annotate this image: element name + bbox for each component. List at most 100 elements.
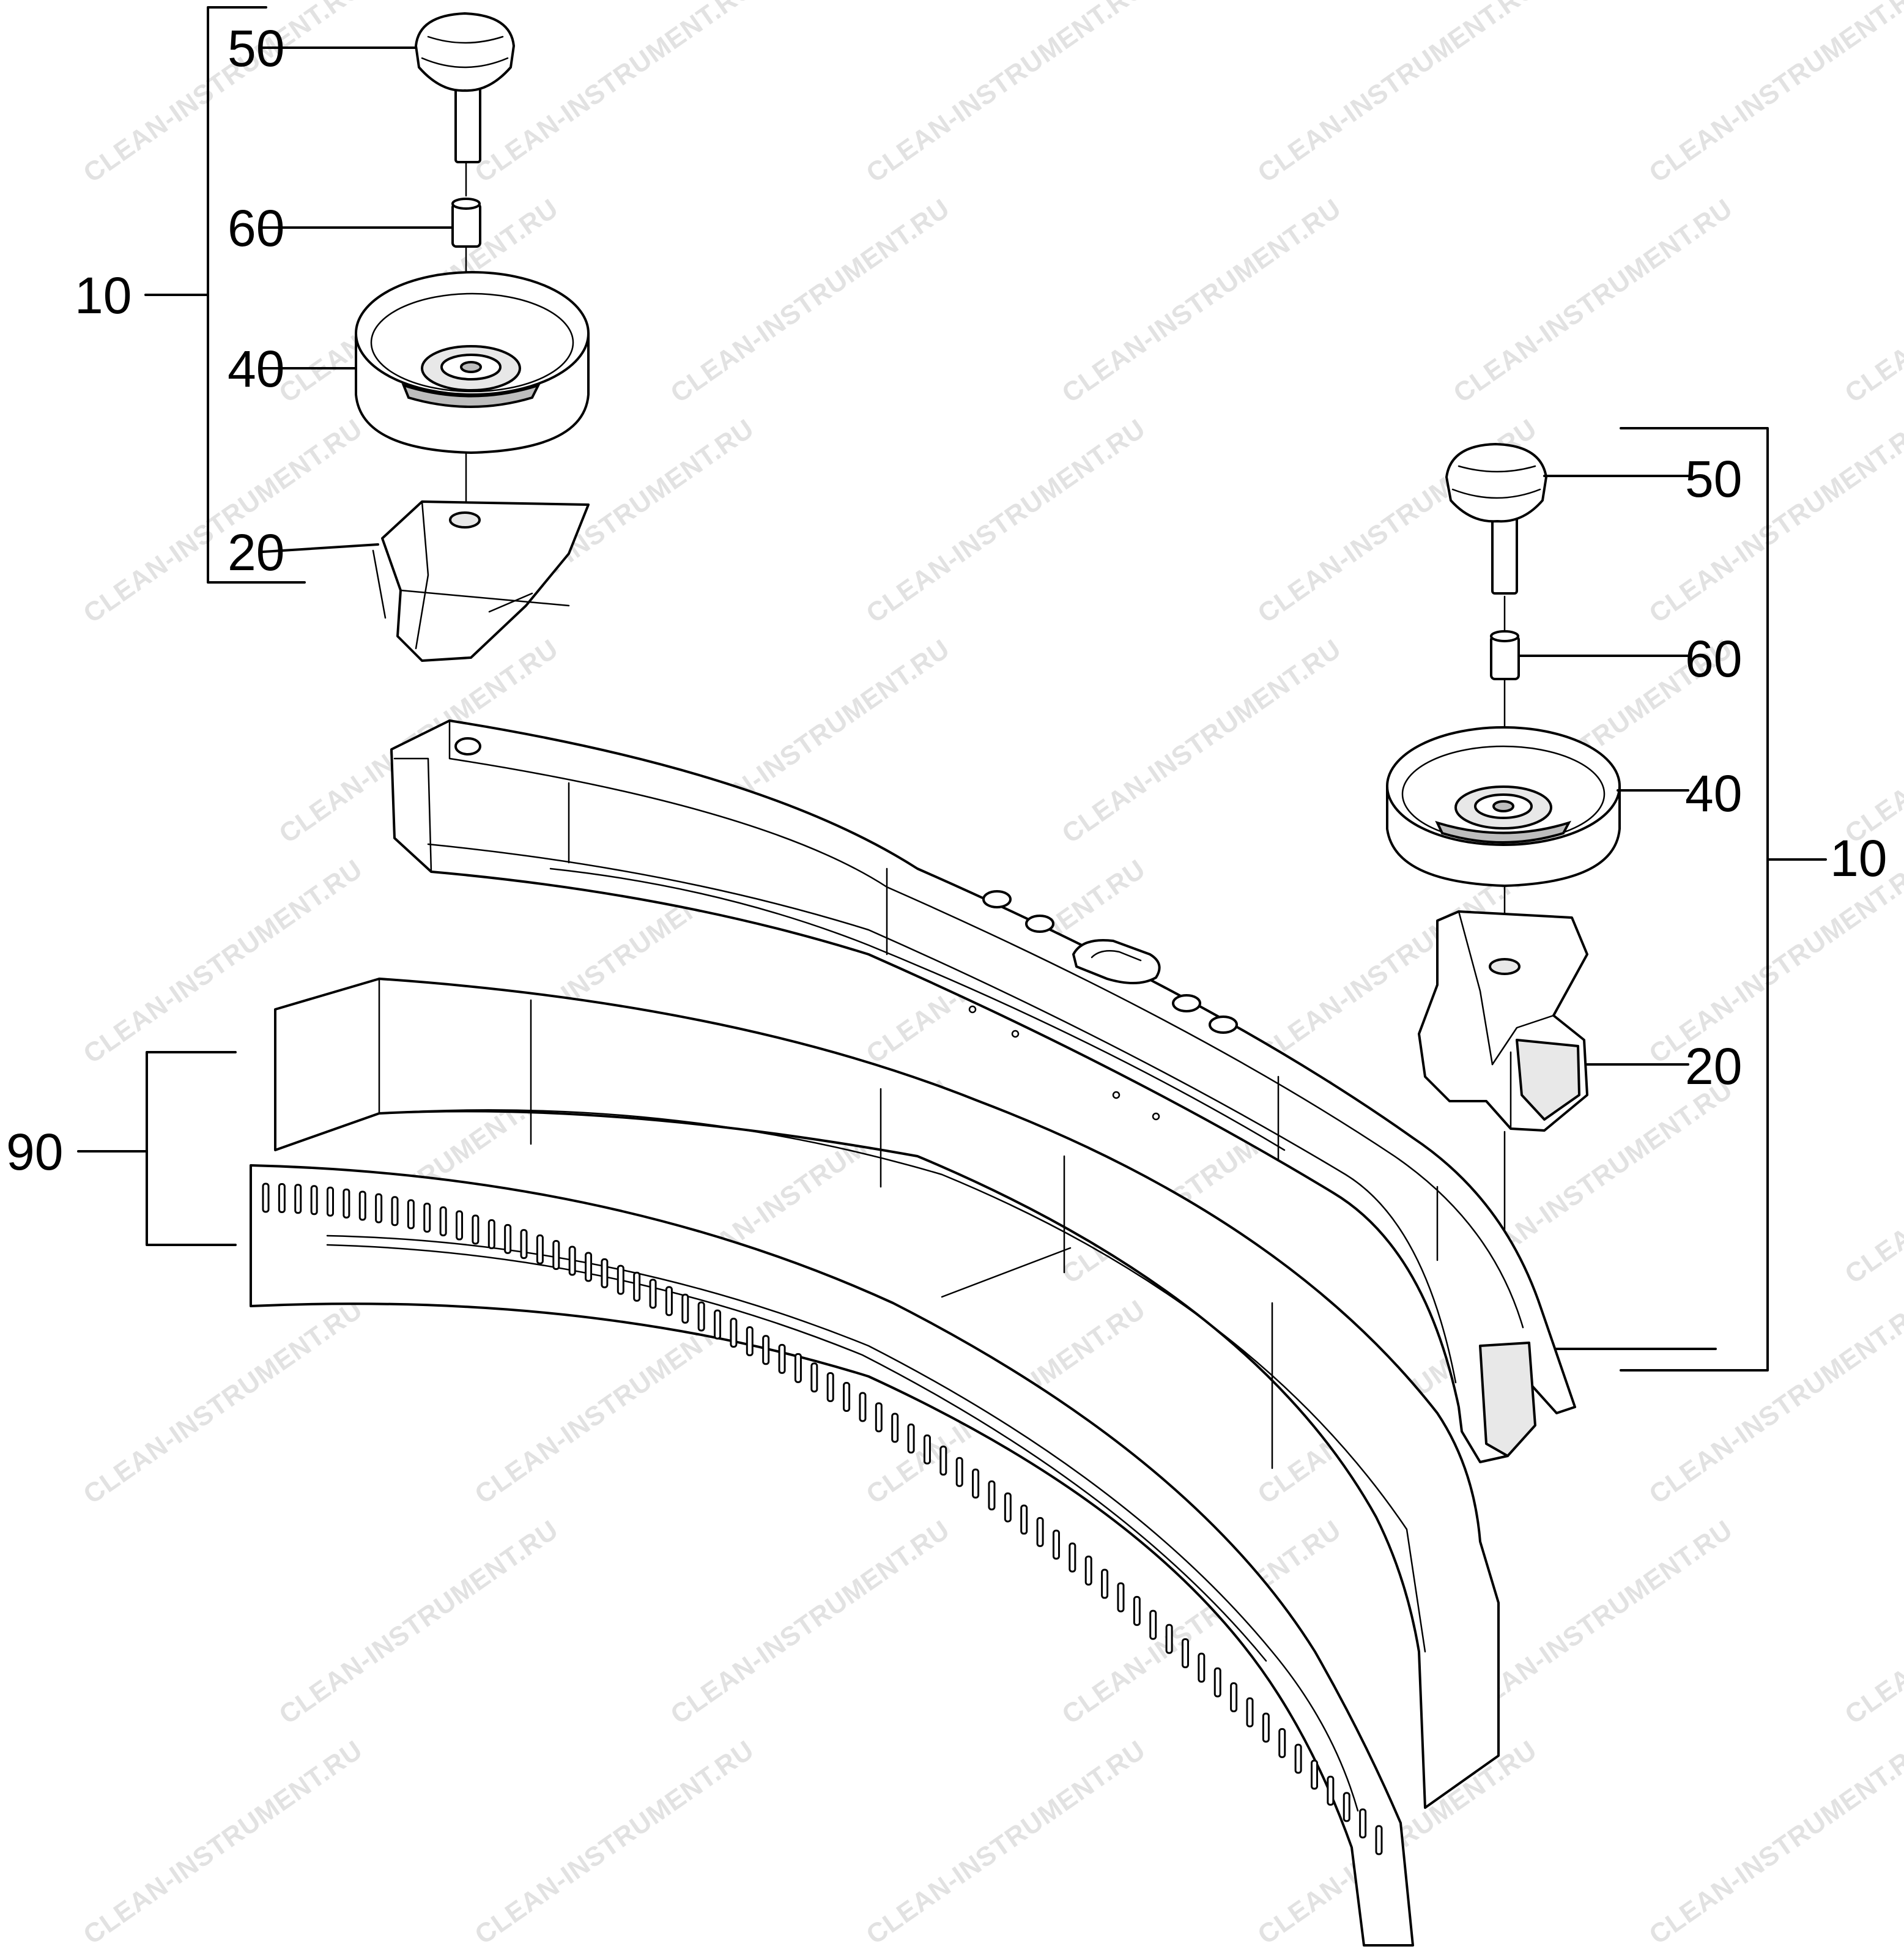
watermark-text: CLEAN-INSTRUMENT.RU bbox=[78, 414, 368, 629]
left-label-40: 40 bbox=[228, 340, 284, 398]
strip-slot bbox=[1213, 1667, 1221, 1698]
left-label-20: 20 bbox=[228, 524, 284, 581]
strip-slot bbox=[439, 1206, 447, 1237]
right-spacer-60 bbox=[1490, 630, 1520, 680]
strip-slot bbox=[278, 1183, 286, 1214]
left-bracket-20 bbox=[372, 500, 590, 662]
strip-slot bbox=[1052, 1529, 1060, 1560]
strip-slot bbox=[617, 1264, 624, 1295]
watermark-text: CLEAN-INSTRUMENT.RU bbox=[78, 0, 368, 188]
strip-slot bbox=[343, 1188, 350, 1219]
curved-rail bbox=[390, 719, 1576, 1463]
strip-slot bbox=[1004, 1492, 1012, 1523]
strip-slot bbox=[536, 1234, 544, 1264]
watermark-text: CLEAN-INSTRUMENT.RU bbox=[1644, 0, 1904, 188]
strip-slot bbox=[1294, 1743, 1302, 1774]
watermark-text: CLEAN-INSTRUMENT.RU bbox=[470, 0, 760, 188]
watermark-text: CLEAN-INSTRUMENT.RU bbox=[1644, 414, 1904, 629]
strip-slot bbox=[762, 1335, 770, 1365]
left-label-10: 10 bbox=[75, 267, 132, 324]
left-wheel-40 bbox=[355, 271, 590, 454]
strip-slot bbox=[585, 1252, 593, 1282]
strip-slot bbox=[891, 1413, 899, 1443]
strip-slot bbox=[1327, 1775, 1335, 1806]
strip-slot bbox=[520, 1229, 528, 1260]
watermark-text: CLEAN-INSTRUMENT.RU bbox=[1840, 634, 1904, 849]
strip-slot bbox=[310, 1185, 318, 1216]
strip-slot bbox=[746, 1326, 754, 1356]
strip-slot bbox=[504, 1223, 512, 1254]
right-label-10: 10 bbox=[1830, 830, 1887, 887]
strip-slot bbox=[1310, 1759, 1318, 1790]
strip-slot bbox=[972, 1468, 980, 1499]
strip-slot bbox=[1084, 1555, 1092, 1586]
strip-slot bbox=[730, 1318, 738, 1348]
right-wheel-40 bbox=[1386, 726, 1621, 887]
left-knob-50 bbox=[415, 12, 515, 163]
watermark-text: CLEAN-INSTRUMENT.RU bbox=[470, 1735, 760, 1949]
right-callout-bracket bbox=[1517, 427, 1827, 1372]
left-callout-bracket bbox=[144, 6, 454, 584]
right-label-60: 60 bbox=[1685, 630, 1742, 688]
strip-slot bbox=[1262, 1712, 1270, 1743]
left-assembly: 50 60 10 40 20 bbox=[75, 6, 590, 662]
right-label-40: 40 bbox=[1685, 765, 1742, 822]
strip-slot bbox=[375, 1193, 383, 1223]
strip-slot bbox=[714, 1309, 722, 1340]
strip-slot bbox=[1036, 1517, 1044, 1547]
strip-slot bbox=[568, 1246, 576, 1276]
strip-slot bbox=[1198, 1652, 1206, 1683]
strip-slot bbox=[1133, 1595, 1141, 1626]
right-label-50: 50 bbox=[1685, 450, 1742, 508]
strip-slot bbox=[665, 1286, 673, 1316]
left-spacer-60 bbox=[451, 198, 481, 248]
watermark-text: CLEAN-INSTRUMENT.RU bbox=[1644, 1294, 1904, 1510]
watermark-text: CLEAN-INSTRUMENT.RU bbox=[1448, 193, 1738, 409]
strip-slot bbox=[487, 1219, 495, 1249]
strip-slot bbox=[1343, 1792, 1350, 1822]
strip-slot bbox=[1230, 1682, 1238, 1712]
strip-slot bbox=[358, 1190, 366, 1221]
strip-slot bbox=[859, 1392, 867, 1422]
watermark-text: CLEAN-INSTRUMENT.RU bbox=[861, 414, 1151, 629]
strip-slot bbox=[423, 1202, 431, 1233]
watermark-text: CLEAN-INSTRUMENT.RU bbox=[1057, 193, 1347, 409]
strip-slot bbox=[778, 1343, 786, 1374]
watermark-text: CLEAN-INSTRUMENT.RU bbox=[274, 1515, 564, 1730]
strip-slot bbox=[923, 1434, 931, 1465]
right-label-20: 20 bbox=[1685, 1038, 1742, 1095]
strip-slot bbox=[843, 1382, 851, 1413]
strip-slot bbox=[1101, 1568, 1109, 1599]
strip-slot bbox=[633, 1271, 641, 1302]
strip-slot bbox=[262, 1182, 270, 1213]
watermark-text: CLEAN-INSTRUMENT.RU bbox=[665, 1515, 955, 1730]
strip-slot bbox=[875, 1402, 883, 1433]
strip-slot bbox=[391, 1196, 399, 1227]
watermark-text: CLEAN-INSTRUMENT.RU bbox=[1644, 1735, 1904, 1949]
watermark-text: CLEAN-INSTRUMENT.RU bbox=[1840, 1074, 1904, 1290]
strip-slot bbox=[407, 1199, 415, 1230]
watermark-text: CLEAN-INSTRUMENT.RU bbox=[1840, 193, 1904, 409]
strip-slot bbox=[601, 1258, 609, 1288]
watermark-text: CLEAN-INSTRUMENT.RU bbox=[861, 0, 1151, 188]
label-90: 90 bbox=[6, 1123, 63, 1181]
strip-slot bbox=[649, 1279, 657, 1309]
strip-slot bbox=[907, 1424, 915, 1454]
left-callout-bracket-90 bbox=[77, 1051, 237, 1246]
strip-slot bbox=[472, 1214, 480, 1245]
strip-slot bbox=[826, 1372, 834, 1402]
strip-slots bbox=[262, 1182, 1383, 1855]
strip-slot bbox=[552, 1239, 560, 1270]
strip-slot bbox=[988, 1480, 996, 1510]
watermark-text: CLEAN-INSTRUMENT.RU bbox=[861, 1735, 1151, 1949]
strip-slot bbox=[1375, 1825, 1383, 1855]
strip-slot bbox=[1020, 1504, 1028, 1535]
watermark-text: CLEAN-INSTRUMENT.RU bbox=[1840, 1515, 1904, 1730]
strip-slot bbox=[1069, 1542, 1076, 1573]
strip-slot bbox=[1165, 1624, 1173, 1654]
strip-slot bbox=[1181, 1638, 1189, 1668]
watermark-text: CLEAN-INSTRUMENT.RU bbox=[78, 1294, 368, 1510]
strip-slot bbox=[681, 1293, 689, 1324]
right-knob-50 bbox=[1445, 443, 1547, 595]
